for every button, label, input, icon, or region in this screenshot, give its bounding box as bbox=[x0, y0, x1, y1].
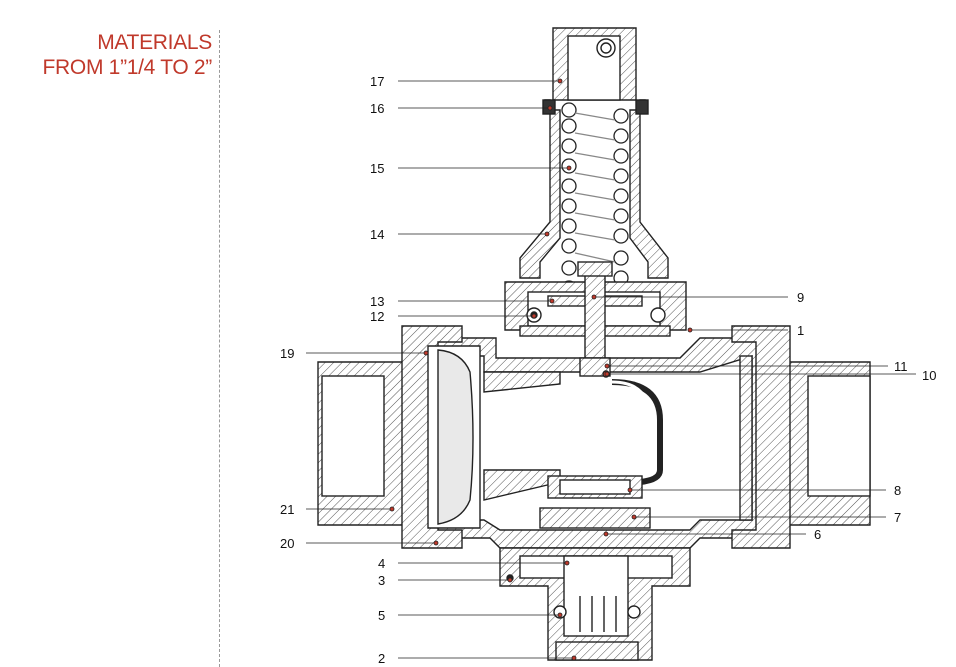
valve-body bbox=[419, 337, 771, 549]
piston-assembly bbox=[539, 357, 651, 529]
callout-leaders bbox=[306, 78, 916, 661]
callout-5: 5 bbox=[378, 608, 385, 623]
callout-8: 8 bbox=[894, 483, 901, 498]
top-cap bbox=[552, 27, 637, 101]
callout-12: 12 bbox=[370, 309, 384, 324]
dashed-divider bbox=[219, 30, 220, 667]
left-union bbox=[317, 325, 481, 549]
callout-14: 14 bbox=[370, 227, 384, 242]
callout-7: 7 bbox=[894, 510, 901, 525]
callout-labels: 17 16 15 14 13 12 19 21 20 4 3 5 2 9 1 1… bbox=[280, 74, 936, 666]
callout-1: 1 bbox=[797, 323, 804, 338]
callout-13: 13 bbox=[370, 294, 384, 309]
callout-10: 10 bbox=[922, 368, 936, 383]
callout-20: 20 bbox=[280, 536, 294, 551]
callout-2: 2 bbox=[378, 651, 385, 666]
callout-6: 6 bbox=[814, 527, 821, 542]
callout-11: 11 bbox=[894, 359, 908, 374]
callout-9: 9 bbox=[797, 290, 804, 305]
callout-17: 17 bbox=[370, 74, 384, 89]
callout-4: 4 bbox=[378, 556, 385, 571]
title-line-2: FROM 1”1/4 TO 2” bbox=[42, 56, 213, 79]
title-line-1: MATERIALS bbox=[97, 31, 212, 54]
spring bbox=[561, 102, 629, 296]
callout-21: 21 bbox=[280, 502, 294, 517]
spring-housing bbox=[519, 99, 669, 279]
lower-filter-housing bbox=[499, 547, 691, 661]
callout-19: 19 bbox=[280, 346, 294, 361]
section-title: MATERIALS FROM 1”1/4 TO 2” bbox=[42, 30, 213, 80]
callout-16: 16 bbox=[370, 101, 384, 116]
callout-15: 15 bbox=[370, 161, 384, 176]
right-union bbox=[731, 325, 871, 549]
callout-3: 3 bbox=[378, 573, 385, 588]
